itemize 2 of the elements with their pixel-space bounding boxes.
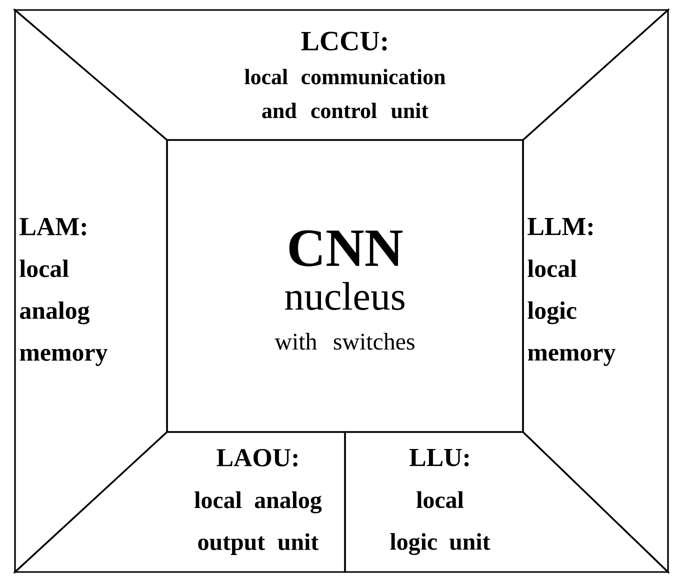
unit-region: CNN nucleus with switches — [166, 139, 524, 433]
unit-region: LLU: local logic unit — [344, 431, 670, 573]
